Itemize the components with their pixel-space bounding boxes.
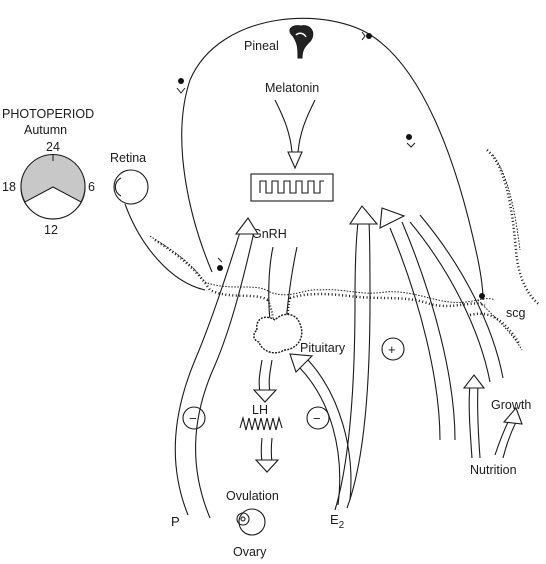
plus-label: + bbox=[388, 342, 396, 357]
dark-phase-sector bbox=[20, 154, 86, 203]
photoperiod-group: PHOTOPERIOD Autumn 24 18 6 12 bbox=[2, 107, 95, 237]
minus-label-e2: − bbox=[313, 411, 321, 426]
lh-pulse-icon bbox=[239, 415, 283, 431]
pineal-group: Pineal Melatonin bbox=[244, 25, 319, 170]
minus-label-p: − bbox=[189, 411, 197, 426]
growth-arrow-head bbox=[502, 406, 523, 425]
p-label: P bbox=[171, 514, 180, 529]
retina-label: Retina bbox=[110, 151, 146, 165]
brain-tissue-outline bbox=[149, 149, 541, 351]
melatonin-arrow-head bbox=[287, 151, 303, 170]
inhibition-sign-p bbox=[182, 406, 206, 430]
pulse-generator-box bbox=[250, 173, 334, 202]
neural-loop-path bbox=[181, 17, 484, 301]
pulse-waveform bbox=[259, 180, 324, 194]
pituitary-gland-icon bbox=[253, 313, 303, 354]
pituitary-label: Pituitary bbox=[300, 341, 346, 355]
ovulation-label: Ovulation bbox=[226, 489, 279, 503]
nutrition-to-growth-arrow-head bbox=[462, 374, 486, 389]
ovary-label: Ovary bbox=[233, 545, 267, 559]
progesterone-feedback: P − bbox=[171, 217, 259, 529]
metabolic-inputs: Growth Nutrition bbox=[379, 207, 531, 477]
inhibition-sign-e2 bbox=[306, 406, 330, 430]
e2-arrow-head-pituitary bbox=[289, 353, 314, 374]
estradiol-feedback: E2 − + bbox=[289, 205, 405, 531]
lh-label: LH bbox=[252, 403, 268, 417]
ovary-icon bbox=[238, 508, 266, 536]
ovary-group: Ovulation Ovary bbox=[226, 489, 279, 559]
clock-label-12: 12 bbox=[44, 223, 58, 237]
clock-label-18: 18 bbox=[2, 180, 16, 194]
synapse-dot bbox=[406, 134, 412, 140]
eye-lens bbox=[114, 177, 122, 197]
synapse-dot bbox=[178, 78, 184, 84]
gnrh-label: GnRH bbox=[252, 227, 287, 241]
growth-label: Growth bbox=[491, 398, 531, 412]
pituitary-group: GnRH Pituitary bbox=[252, 227, 346, 355]
follicle-icon bbox=[236, 512, 250, 526]
synapse-dot bbox=[366, 33, 372, 39]
nutrition-label: Nutrition bbox=[470, 463, 517, 477]
season-label: Autumn bbox=[24, 123, 67, 137]
gnrh-arrow-2 bbox=[285, 246, 298, 323]
melatonin-label: Melatonin bbox=[265, 81, 319, 95]
retinohypothalamic-tract bbox=[124, 203, 206, 291]
eye-icon bbox=[113, 169, 149, 205]
neural-pathway bbox=[176, 17, 485, 301]
p-arrow-head bbox=[234, 217, 259, 235]
melatonin-arrow-right bbox=[297, 99, 316, 153]
synapse-dot bbox=[217, 265, 223, 271]
lh-arrow-head-bottom bbox=[254, 459, 280, 473]
e2-label: E2 bbox=[330, 512, 345, 531]
clock-label-24: 24 bbox=[46, 140, 60, 154]
scg-label: scg bbox=[506, 306, 526, 320]
gnrh-pulse-generator bbox=[250, 173, 334, 202]
e2-arrow-head-up bbox=[348, 205, 379, 225]
pineal-gland-icon bbox=[289, 25, 314, 59]
lh-group: LH bbox=[239, 359, 283, 473]
clock-label-6: 6 bbox=[88, 180, 95, 194]
stimulation-sign bbox=[381, 337, 405, 361]
pineal-label: Pineal bbox=[244, 39, 279, 53]
nutrition-arrow-head bbox=[379, 207, 406, 229]
synapse-dot bbox=[479, 293, 485, 299]
gnrh-arrow bbox=[268, 246, 274, 323]
photoperiod-title: PHOTOPERIOD bbox=[2, 107, 94, 121]
retina-group: Retina bbox=[110, 151, 206, 291]
melatonin-arrow-left bbox=[274, 99, 293, 153]
lh-arrow-head-top bbox=[252, 389, 278, 403]
